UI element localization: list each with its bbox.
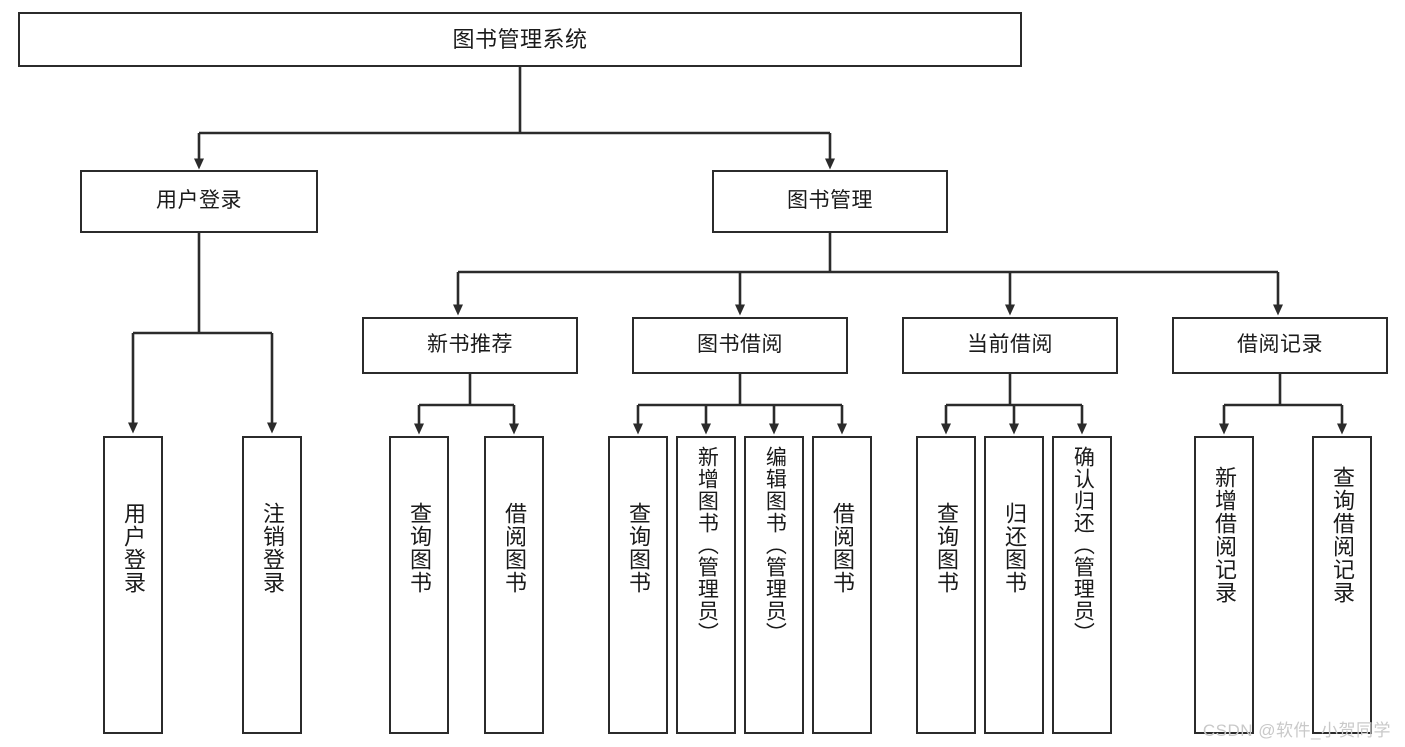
- node-root[interactable]: 图书管理系统: [18, 12, 1022, 67]
- node-book-borrow[interactable]: 图书借阅: [632, 317, 848, 374]
- node-leaf-query-book-1-label: 查询图书: [406, 502, 432, 594]
- node-leaf-user-logout-label: 注销登录: [259, 502, 285, 594]
- node-leaf-query-book-2[interactable]: 查询图书: [608, 436, 668, 734]
- node-leaf-confirm-return[interactable]: 确认归还（管理员）: [1052, 436, 1112, 734]
- node-leaf-user-logout[interactable]: 注销登录: [242, 436, 302, 734]
- node-leaf-add-book[interactable]: 新增图书（管理员）: [676, 436, 736, 734]
- node-book-borrow-label: 图书借阅: [697, 333, 783, 357]
- node-leaf-return-book-label: 归还图书: [1001, 502, 1027, 594]
- node-leaf-edit-book[interactable]: 编辑图书（管理员）: [744, 436, 804, 734]
- node-leaf-user-login[interactable]: 用户登录: [103, 436, 163, 734]
- node-leaf-borrow-book-1-label: 借阅图书: [501, 502, 527, 594]
- node-leaf-add-record[interactable]: 新增借阅记录: [1194, 436, 1254, 734]
- node-user-login-label: 用户登录: [156, 189, 242, 213]
- node-leaf-query-record-label: 查询借阅记录: [1329, 466, 1355, 604]
- node-leaf-edit-book-label: 编辑图书（管理员）: [763, 446, 787, 644]
- node-leaf-borrow-book-2-label: 借阅图书: [829, 502, 855, 594]
- node-new-book-recommend[interactable]: 新书推荐: [362, 317, 578, 374]
- node-new-book-recommend-label: 新书推荐: [427, 333, 513, 357]
- node-leaf-add-book-label: 新增图书（管理员）: [695, 446, 719, 644]
- node-leaf-user-login-label: 用户登录: [120, 502, 146, 594]
- watermark: CSDN @软件_小贺同学: [1202, 721, 1391, 740]
- node-leaf-query-book-1[interactable]: 查询图书: [389, 436, 449, 734]
- node-leaf-add-record-label: 新增借阅记录: [1211, 466, 1237, 604]
- node-leaf-return-book[interactable]: 归还图书: [984, 436, 1044, 734]
- node-borrow-record[interactable]: 借阅记录: [1172, 317, 1388, 374]
- node-borrow-record-label: 借阅记录: [1237, 333, 1323, 357]
- node-leaf-query-book-2-label: 查询图书: [625, 502, 651, 594]
- node-leaf-borrow-book-1[interactable]: 借阅图书: [484, 436, 544, 734]
- node-current-borrow-label: 当前借阅: [967, 333, 1053, 357]
- node-leaf-query-book-3[interactable]: 查询图书: [916, 436, 976, 734]
- node-leaf-query-book-3-label: 查询图书: [933, 502, 959, 594]
- node-leaf-confirm-return-label: 确认归还（管理员）: [1071, 446, 1095, 644]
- node-book-management-label: 图书管理: [787, 189, 873, 213]
- node-user-login[interactable]: 用户登录: [80, 170, 318, 233]
- node-current-borrow[interactable]: 当前借阅: [902, 317, 1118, 374]
- node-book-management[interactable]: 图书管理: [712, 170, 948, 233]
- node-root-label: 图书管理系统: [452, 26, 588, 52]
- node-leaf-query-record[interactable]: 查询借阅记录: [1312, 436, 1372, 734]
- node-leaf-borrow-book-2[interactable]: 借阅图书: [812, 436, 872, 734]
